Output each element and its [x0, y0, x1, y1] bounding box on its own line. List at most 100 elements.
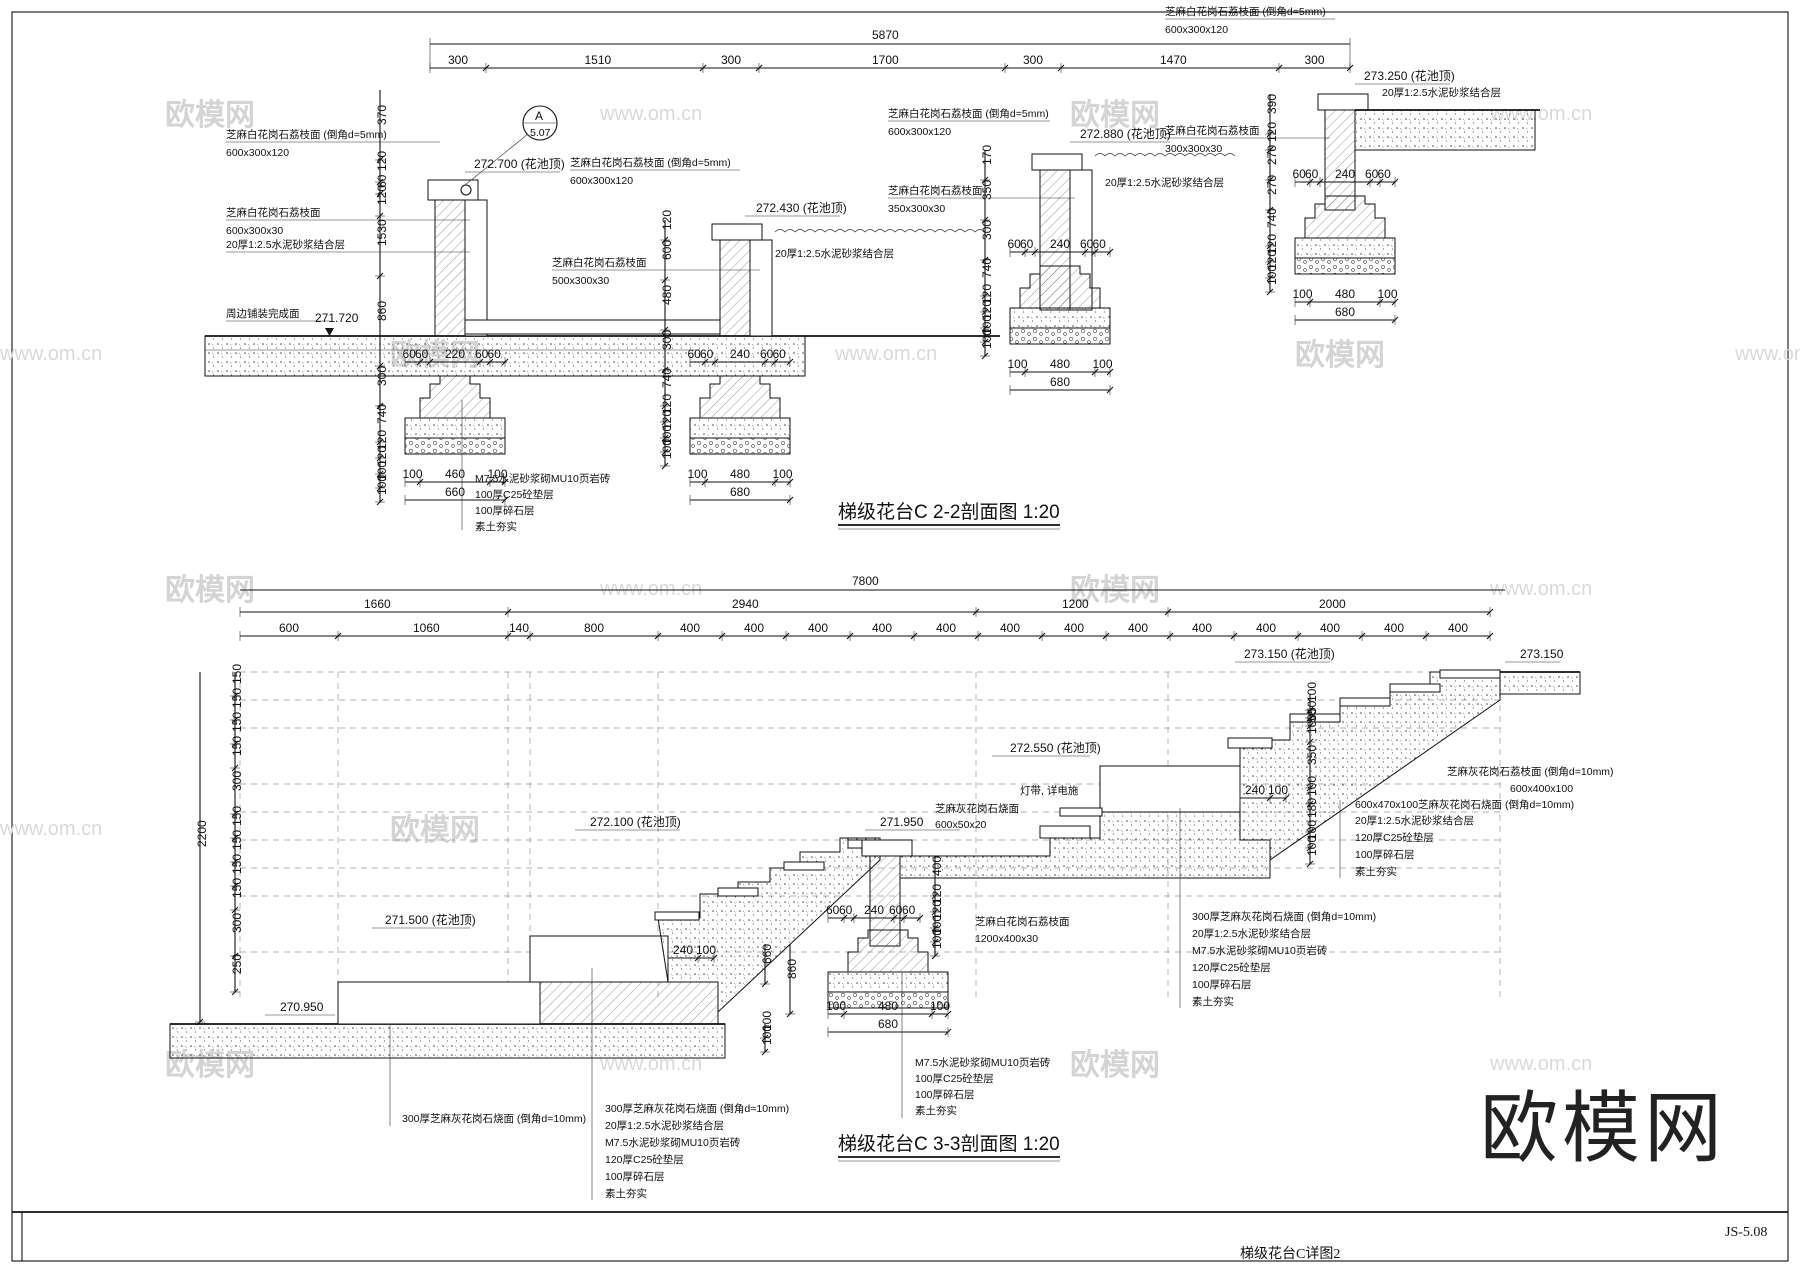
left-height-dim: 100: [760, 1025, 774, 1045]
footing-1-gravel: [404, 437, 506, 455]
watermark-url: www.om.cn: [0, 818, 102, 840]
footing-top-dim: 60: [773, 347, 787, 361]
footing-bottom-dim: 100: [826, 999, 846, 1013]
footing-top-dim: 60: [688, 347, 702, 361]
vertical-dim: 120: [375, 185, 389, 205]
dim-segment: 400: [1320, 621, 1340, 635]
planter-1-floor: [464, 319, 721, 335]
base-note-concrete: 100厚C25砼垫层: [475, 488, 554, 501]
dim-segment: 400: [1000, 621, 1020, 635]
dim-segment: 400: [1256, 621, 1276, 635]
left-dim: 300: [230, 771, 244, 791]
footing-4-gravel: [1294, 257, 1396, 275]
dim-group: 2940: [732, 597, 759, 611]
elevation-271720: 271.720: [315, 311, 359, 325]
vertical-dim: 350: [980, 180, 994, 200]
elevation-273150: 273.150: [1520, 647, 1564, 661]
footing-vertical-dim: 100: [930, 915, 944, 935]
left-height-dim: 860: [785, 959, 799, 979]
step-nosing: [1059, 807, 1103, 817]
vertical-dim: 370: [375, 105, 389, 125]
right-dim: 350: [1305, 745, 1319, 765]
dim-segment: 300: [1023, 53, 1043, 67]
dim-segment: 1700: [872, 53, 899, 67]
footing-bottom-dim: 100: [688, 467, 708, 481]
vertical-dim: 120: [1265, 250, 1279, 270]
vertical-dim: 100: [660, 425, 674, 445]
footing-bottom-dim: 100: [1378, 287, 1398, 301]
section-2-2-notes: 芝麻白花岗石荔枝面 (倒角d=5mm) 600x300x120 芝麻白花岗石荔枝…: [226, 5, 1501, 533]
footing-note-soil: 素土夯实: [915, 1104, 957, 1117]
note-face-2: 芝麻白花岗石荔枝面: [552, 256, 647, 269]
left-dim: 150: [230, 830, 244, 850]
footing-top-dim: 60: [1008, 237, 1022, 251]
footing-top-dim: 60: [826, 903, 840, 917]
watermark-text: 欧模网: [1070, 99, 1160, 132]
footing-1: [419, 375, 491, 419]
footing-top-dim: 60: [1293, 167, 1307, 181]
right-dim: 100: [1305, 776, 1319, 796]
dim-segment: 800: [584, 621, 604, 635]
footing-1-concrete: [404, 417, 506, 439]
base-note-soil: 素土夯实: [475, 520, 517, 533]
footing-top-dim: 60: [889, 903, 903, 917]
upper-pavement: [1354, 109, 1536, 151]
left-dim: 300: [230, 913, 244, 933]
elevation-271950: 271.950: [880, 815, 924, 829]
footing-top-dim: 60: [1365, 167, 1379, 181]
dim-segment: 300: [448, 53, 468, 67]
wall-1-face: [464, 199, 488, 337]
dim-group: 1200: [1062, 597, 1089, 611]
note-cap-4: 芝麻白花岗石荔枝面 (倒角d=5mm): [1165, 5, 1326, 18]
mid-stack-soil: 素土夯实: [1192, 995, 1234, 1008]
right-dim: 50: [1305, 700, 1319, 714]
footing-3-concrete: [1009, 307, 1111, 329]
note-upper-cap: 芝麻灰花岗石荔枝面 (倒角d=10mm): [1447, 765, 1614, 778]
section-2-2-elevations: 272.700 (花池顶) 272.430 (花池顶) 272.880 (花池顶…: [465, 68, 1455, 217]
vertical-dim: 60: [375, 174, 389, 188]
vertical-dim: 120: [980, 300, 994, 320]
callout-letter: A: [535, 109, 543, 123]
note-face-2-size: 500x300x30: [552, 275, 609, 287]
watermark-url: www.om.cn: [1734, 343, 1800, 365]
dim-segment: 1510: [585, 53, 612, 67]
footing-note-gravel: 100厚碎石层: [915, 1088, 975, 1101]
elevation-273250: 273.250 (花池顶): [1364, 68, 1455, 83]
dim-segment: 140: [509, 621, 529, 635]
left-dim: 150: [230, 806, 244, 826]
note-step-face: 芝麻灰花岗石烧面: [935, 802, 1019, 815]
footing-2: [699, 375, 781, 419]
note-face-4: 芝麻白花岗石荔枝面: [1165, 124, 1260, 137]
vertical-dim: 270: [1265, 175, 1279, 195]
section-3-3-elevations: 273.150 (花池顶) 273.150 272.550 (花池顶) 272.…: [265, 646, 1564, 1016]
elevation-272550: 272.550 (花池顶): [1010, 740, 1101, 755]
watermark-text: 欧模网: [1070, 1049, 1160, 1082]
footing-bottom-dim: 480: [1050, 357, 1070, 371]
right-dim: 100: [1305, 836, 1319, 856]
footing-4-concrete: [1294, 237, 1396, 259]
footing-2-concrete: [689, 417, 791, 439]
dim-segment: 1060: [413, 621, 440, 635]
step-nosing: [1227, 737, 1273, 749]
elevation-marker: [325, 328, 334, 336]
note-step-face-size: 600x50x20: [935, 819, 987, 831]
vertical-dim: 300: [375, 366, 389, 386]
footing-bottom-dim: 100: [930, 999, 950, 1013]
footing-note-brick: M7.5水泥砂浆砌MU10页岩砖: [915, 1056, 1051, 1069]
lower-bench: [337, 981, 541, 1025]
footing-top-dim: 60: [839, 903, 853, 917]
elevation-272700: 272.700 (花池顶): [474, 156, 565, 171]
left-dim: 150: [230, 736, 244, 756]
left-stack-soil: 素土夯实: [605, 1187, 647, 1200]
vertical-dim: 100: [660, 439, 674, 459]
vertical-dim: 120: [660, 394, 674, 414]
note-lamp: 灯带, 详电施: [1020, 784, 1079, 797]
vertical-dim: 300: [980, 220, 994, 240]
drawing-number: JS-5.08: [1725, 1225, 1767, 1240]
section-3-3-notes: 芝麻灰花岗石荔枝面 (倒角d=10mm) 600x400x100 600x470…: [389, 765, 1614, 1200]
step-dim: 100: [1268, 783, 1288, 797]
footing-top-dim: 60: [415, 347, 429, 361]
note-cap-3-size: 600x300x120: [888, 126, 951, 138]
top-pavement: [1499, 671, 1581, 695]
